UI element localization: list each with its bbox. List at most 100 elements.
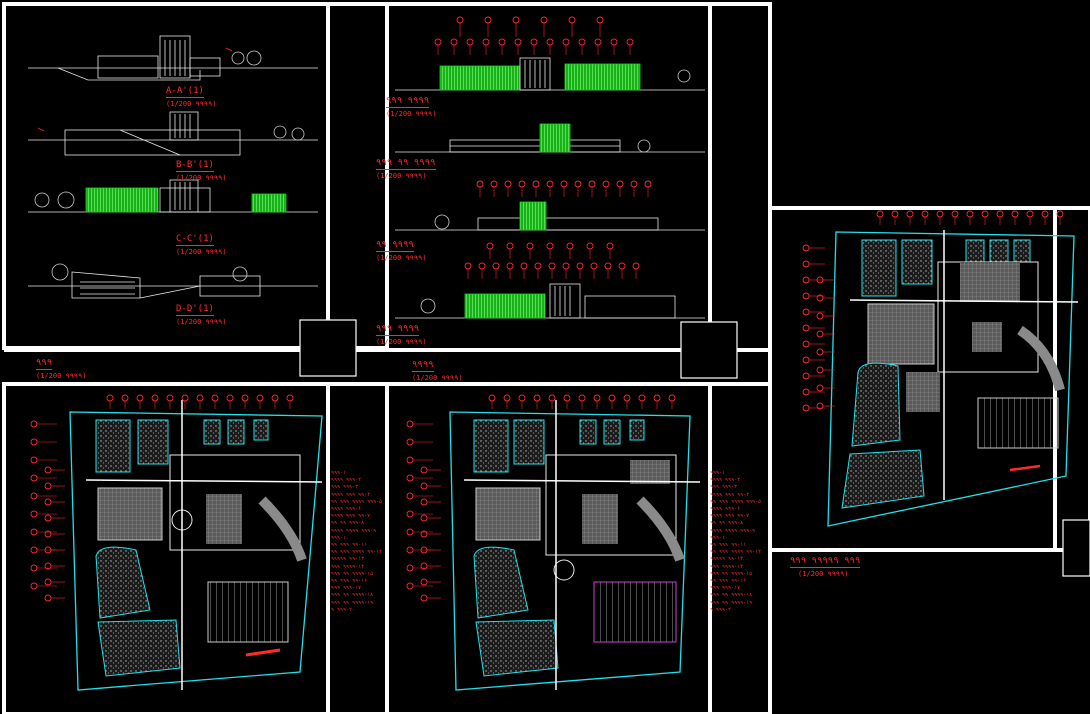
grid-marker — [181, 394, 189, 409]
grid-marker — [1056, 210, 1064, 225]
grid-marker — [30, 528, 57, 536]
grid-marker — [616, 180, 624, 197]
grid-marker — [574, 180, 582, 197]
grid-marker — [44, 546, 65, 554]
grid-marker — [546, 242, 554, 259]
grid-marker — [504, 180, 512, 197]
section-c-title: C-C'(1) — [176, 234, 214, 246]
grid-marker — [623, 394, 631, 409]
grid-marker — [632, 262, 640, 279]
legend-item: ۹۹ ۹۹ ۹۹۹-۸ — [710, 520, 744, 527]
grid-marker — [594, 38, 602, 55]
grid-marker — [44, 498, 65, 506]
grid-marker — [256, 394, 264, 409]
grid-marker — [406, 510, 433, 518]
grid-marker — [560, 180, 568, 197]
grid-marker — [514, 38, 522, 55]
grid-marker — [476, 180, 484, 197]
grid-marker — [540, 16, 548, 37]
grid-marker — [876, 210, 884, 225]
grid-marker — [44, 578, 65, 586]
elevation-4-title: ۹۹۹ ۹۹۹۹ — [376, 324, 420, 336]
grid-marker — [530, 38, 538, 55]
grid-marker — [576, 262, 584, 279]
grid-marker — [241, 394, 249, 409]
grid-marker — [602, 180, 610, 197]
sections-sheet-scale: (1/200 ۹۹۹۹) — [36, 372, 87, 380]
grid-marker — [566, 242, 574, 259]
legend-item: ۹۹۹۹ ۹۹۹-۶ — [331, 506, 362, 513]
grid-marker — [406, 420, 433, 428]
grid-marker — [533, 394, 541, 409]
grid-marker — [211, 394, 219, 409]
grid-marker — [578, 394, 586, 409]
grid-marker — [44, 482, 65, 490]
grid-marker — [546, 38, 554, 55]
elevation-1-drawing — [395, 57, 705, 91]
elevation-3-drawing — [395, 201, 705, 231]
grid-marker — [1026, 210, 1034, 225]
grid-marker — [420, 498, 441, 506]
legend-item: ۹۹ ۹۹۹ ۹۹۹۹ ۹۹-۱۲ — [710, 549, 762, 556]
legend-item: ۹۹ ۹۹۹ ۹۹-۱۱ — [710, 542, 747, 549]
grid-marker — [816, 294, 835, 302]
grid-marker — [406, 456, 433, 464]
section-c-drawing — [28, 179, 318, 213]
elevation-4-drawing — [395, 283, 705, 319]
legend-item: ۹۹ ۹۹۹ ۹۹۹۹ ۹۹۹-۵ — [331, 498, 383, 505]
grid-marker — [420, 578, 441, 586]
section-a-scale: (1/200 ۹۹۹۹) — [166, 100, 217, 108]
grid-marker — [604, 262, 612, 279]
grid-marker — [610, 38, 618, 55]
grid-marker — [1011, 210, 1019, 225]
grid-marker — [802, 244, 825, 252]
grid-marker — [816, 330, 835, 338]
grid-marker — [568, 16, 576, 37]
grid-marker — [406, 564, 433, 572]
grid-marker — [30, 456, 57, 464]
grid-marker — [30, 474, 57, 482]
grid-marker — [492, 262, 500, 279]
grid-marker — [406, 582, 433, 590]
grid-marker — [644, 180, 652, 197]
grid-marker — [151, 394, 159, 409]
grid-marker — [586, 242, 594, 259]
grid-marker — [286, 394, 294, 409]
grid-marker — [596, 16, 604, 37]
elevation-1-scale: (1/200 ۹۹۹۹) — [386, 110, 437, 118]
grid-marker — [486, 242, 494, 259]
grid-marker — [626, 38, 634, 55]
grid-marker — [816, 366, 835, 374]
grid-marker — [532, 180, 540, 197]
grid-marker — [802, 308, 825, 316]
grid-marker — [618, 262, 626, 279]
grid-axis-markers — [30, 16, 1064, 602]
grid-marker — [816, 312, 835, 320]
grid-marker — [406, 492, 433, 500]
grid-marker — [518, 394, 526, 409]
legend-item: ۹۹ ۹۹۹ ۹۹-۱۱ — [331, 542, 368, 549]
grid-marker — [406, 474, 433, 482]
section-d-drawing — [28, 263, 318, 299]
grid-marker — [450, 38, 458, 55]
legend-item: ۹۹۹ ۹۹ ۹۹۹۹-۱۵ — [331, 570, 374, 577]
legend-item: ۹۹۹ ۹۹۹-۱۷ — [710, 585, 741, 592]
legend-item: ۹ ۹۹۹-۲۰ — [331, 606, 356, 613]
grid-marker — [44, 530, 65, 538]
grid-marker — [802, 372, 825, 380]
grid-marker — [484, 16, 492, 37]
grid-marker — [816, 402, 835, 410]
grid-marker — [434, 38, 442, 55]
grid-marker — [482, 38, 490, 55]
grid-marker — [166, 394, 174, 409]
grid-marker — [816, 384, 835, 392]
grid-marker — [802, 260, 825, 268]
legend-item: ۹۹ ۹۹۹ ۹۹۹۹ ۹۹-۱۲ — [331, 549, 383, 556]
elevation-2-title: ۹۹۹ ۹۹ ۹۹۹۹ — [376, 158, 436, 170]
section-a-title: A-A'(1) — [166, 86, 204, 98]
legend-item: ۹۹۹-۱۰ — [331, 534, 350, 541]
grid-marker — [802, 324, 825, 332]
legend-item: ۹۹۹ ۹۹۹-۳ — [331, 484, 359, 491]
legend-item: ۹۹۹ ۹۹ ۹۹۹۹-۱۸ — [710, 592, 753, 599]
